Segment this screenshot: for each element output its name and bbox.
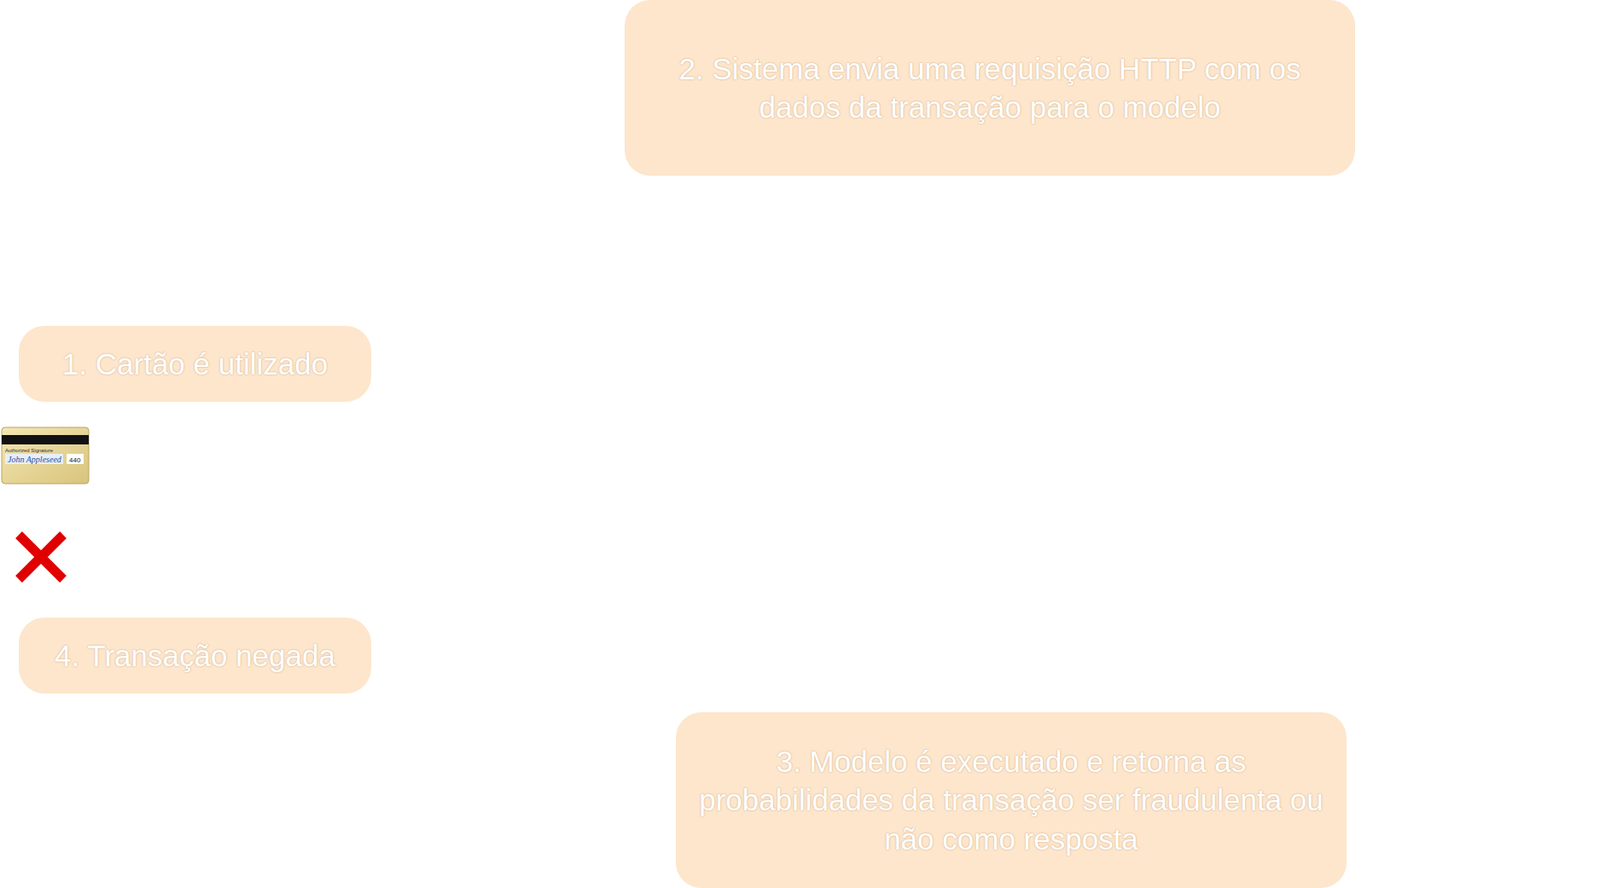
step-text: 3. Modelo é executado e retorna as proba…	[689, 742, 1333, 860]
step-text: 4. Transação negada	[54, 636, 336, 676]
process-box: 1. Cartão é utilizado	[18, 325, 372, 402]
process-box: 2. Sistema envia uma requisição HTTP com…	[624, 0, 1356, 176]
card-text: John Appleseed	[7, 454, 62, 465]
process-box: 3. Modelo é executado e retorna as proba…	[675, 712, 1347, 888]
step-text: 1. Cartão é utilizado	[62, 344, 328, 384]
process-box: 4. Transação negada	[18, 617, 372, 694]
red-x-symbol	[13, 529, 69, 585]
step-text: 2. Sistema envia uma requisição HTTP com…	[638, 49, 1342, 128]
card-text: Authorized Signature	[5, 448, 53, 454]
card-text: 440	[69, 456, 81, 465]
